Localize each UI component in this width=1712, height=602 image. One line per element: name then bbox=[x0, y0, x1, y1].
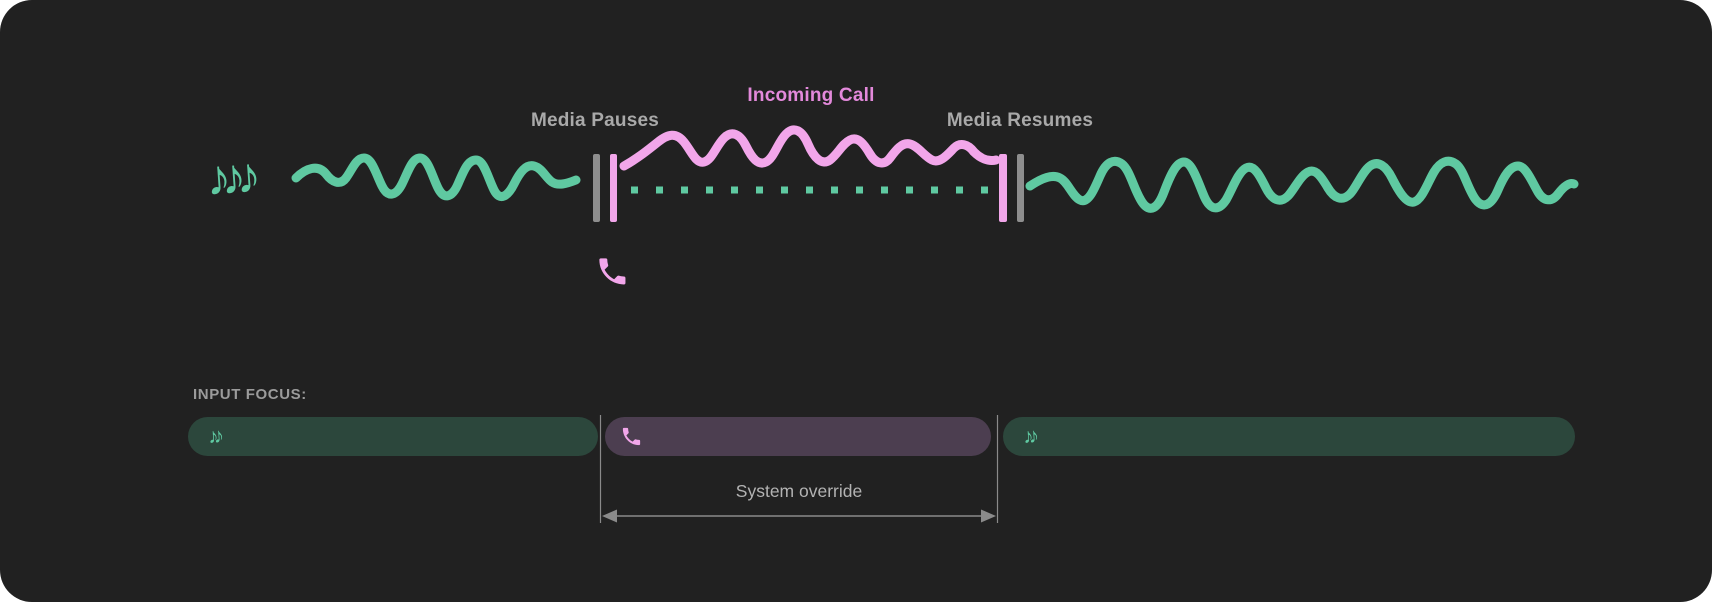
music-notes-icon: ♪♪ bbox=[207, 424, 220, 449]
media-waveform-after bbox=[1025, 156, 1579, 213]
focus-segment-media-after: ♪♪ bbox=[1003, 417, 1575, 456]
incoming-call-label: Incoming Call bbox=[747, 85, 875, 106]
focus-segment-call bbox=[605, 417, 991, 456]
media-resumes-label: Media Resumes bbox=[946, 110, 1094, 131]
system-override-label: System override bbox=[735, 481, 863, 501]
phone-icon bbox=[599, 258, 626, 285]
call-start-bar-icon bbox=[610, 154, 617, 222]
media-pause-bar-icon bbox=[593, 154, 600, 222]
media-waveform-before bbox=[291, 153, 581, 201]
phone-icon bbox=[622, 427, 641, 446]
system-override-arrowheads bbox=[602, 509, 996, 523]
media-resume-bar-icon bbox=[1017, 154, 1024, 222]
music-notes-icon: ♪♪ bbox=[1022, 424, 1035, 449]
media-pauses-label: Media Pauses bbox=[530, 110, 660, 131]
input-focus-label: INPUT FOCUS: bbox=[193, 386, 307, 403]
call-waveform bbox=[619, 125, 1001, 171]
call-end-bar-icon bbox=[999, 154, 1007, 222]
music-notes-icon: ♪♪♪ bbox=[204, 147, 253, 207]
focus-segment-media-before: ♪♪ bbox=[188, 417, 598, 456]
